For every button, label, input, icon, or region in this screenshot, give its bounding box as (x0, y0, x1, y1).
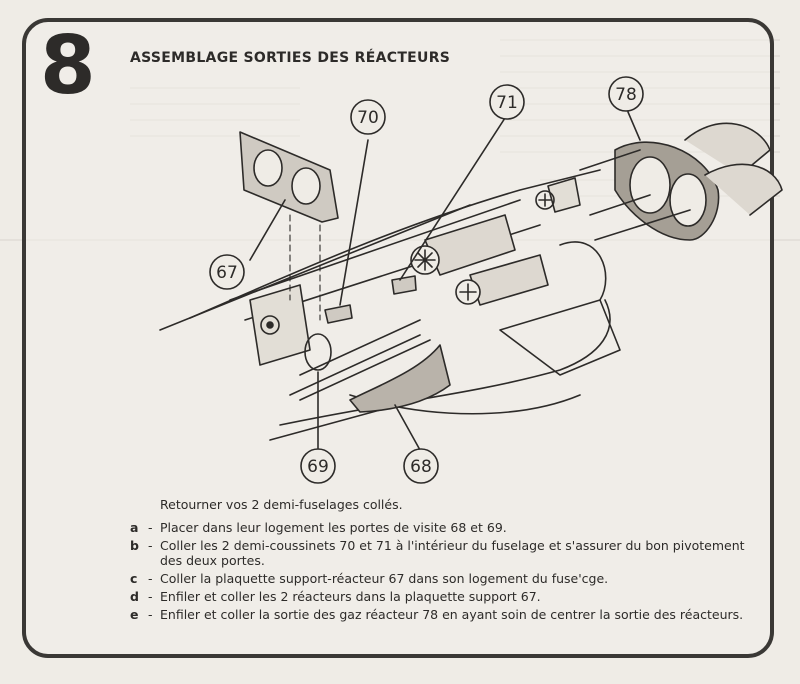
leader-70 (339, 139, 369, 306)
leader-68 (394, 404, 421, 451)
engine-lower (455, 254, 549, 306)
callout-circle-68 (403, 448, 439, 484)
step-letter: e (130, 607, 139, 622)
step-number: 8 (40, 19, 96, 112)
instruction-step-b: b- Coller les 2 demi-coussinets 70 et 71… (130, 538, 750, 568)
callout-circle-71 (489, 84, 525, 120)
step-text: Enfiler et coller la sortie des gaz réac… (160, 607, 744, 622)
step-letter: d (130, 589, 139, 604)
step-letter: b (130, 538, 139, 553)
door-69-rods (289, 319, 431, 401)
exhaust-outlet-78 (614, 122, 783, 241)
door-68 (349, 344, 451, 413)
instruction-step-d: d- Enfiler et coller les 2 réacteurs dan… (130, 589, 750, 604)
callout-circle-70 (350, 99, 386, 135)
callout-circle-69 (300, 448, 336, 484)
intake-fairing (559, 241, 607, 301)
callout-78: 78 (615, 85, 637, 105)
callout-circle-67 (209, 254, 245, 290)
engine-plate-67 (239, 131, 339, 223)
step-text: Coller la plaquette support-réacteur 67 … (160, 571, 609, 586)
page-title: ASSEMBLAGE SORTIES DES RÉACTEURS (130, 50, 451, 66)
instruction-step-c: c- Coller la plaquette support-réacteur … (130, 571, 750, 586)
instruction-list: Retourner vos 2 demi-fuselages collés. a… (130, 497, 750, 625)
half-bearing-71 (391, 275, 417, 295)
spine-line-2 (269, 409, 381, 441)
callout-71: 71 (496, 93, 518, 113)
leader-71 (399, 117, 506, 281)
step-text: Enfiler et coller les 2 réacteurs dans l… (160, 589, 541, 604)
instruction-step-e: e- Enfiler et coller la sortie des gaz r… (130, 607, 750, 622)
instruction-frame (22, 18, 774, 658)
callout-69: 69 (307, 457, 329, 477)
step-text: Placer dans leur logement les portes de … (160, 520, 507, 535)
step-letter: a (130, 520, 139, 535)
half-bearing-70 (324, 304, 353, 324)
exhaust-duct (579, 149, 691, 241)
leader-78 (627, 111, 641, 141)
rear-bulkhead (249, 284, 311, 366)
mount-fitting (535, 177, 581, 213)
callout-68: 68 (410, 457, 432, 477)
step-letter: c (130, 571, 138, 586)
leader-67 (249, 199, 286, 261)
callout-70: 70 (357, 108, 379, 128)
instruction-intro: Retourner vos 2 demi-fuselages collés. (160, 497, 403, 512)
wing-root (499, 299, 621, 376)
step-text: Coller les 2 demi-coussinets 70 et 71 à … (160, 538, 745, 568)
exhaust-ring-left (304, 333, 332, 371)
callout-67: 67 (216, 263, 238, 283)
engine-upper (410, 214, 516, 276)
instruction-step-a: a- Placer dans leur logement les portes … (130, 520, 750, 535)
spine-line (159, 204, 471, 331)
callout-circle-78 (608, 76, 644, 112)
fuselage-inner-line (229, 199, 521, 301)
